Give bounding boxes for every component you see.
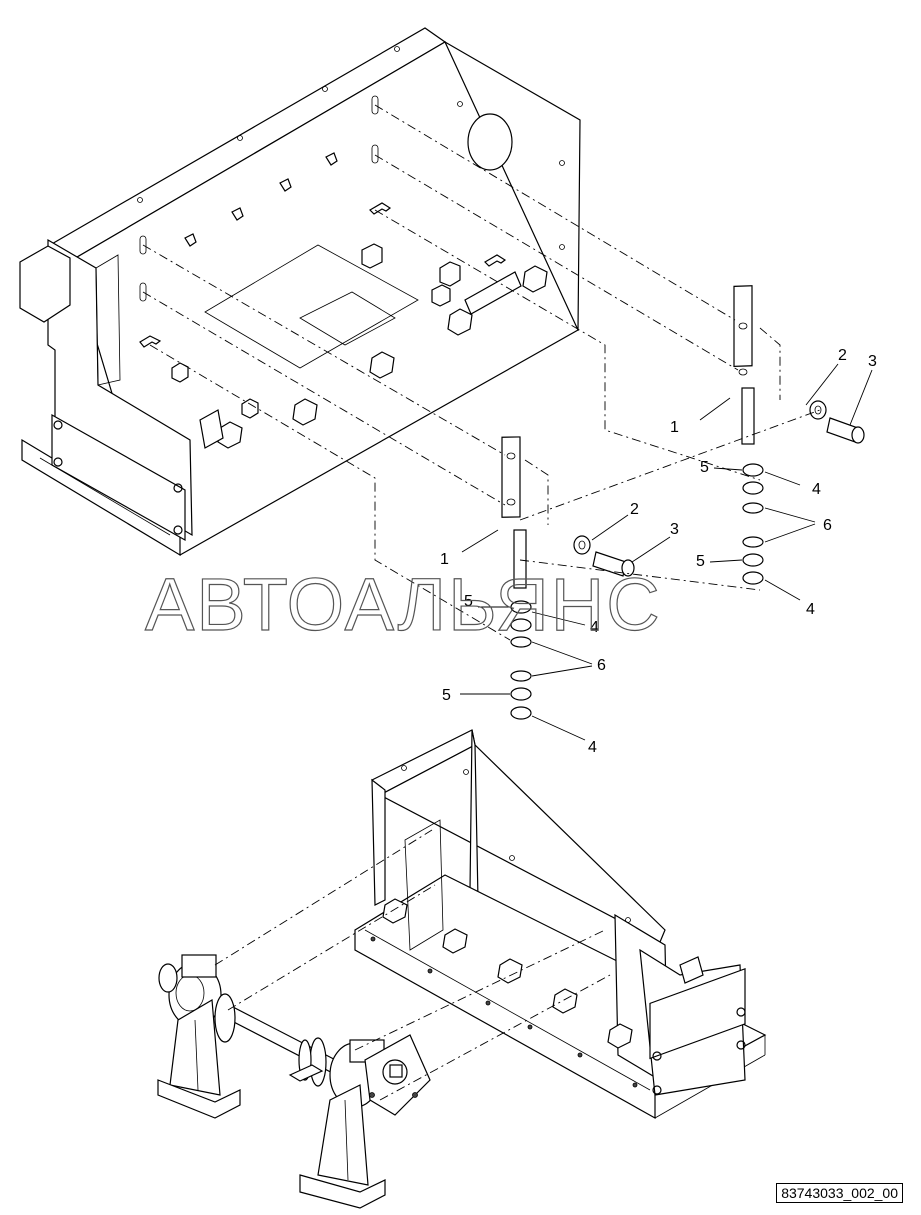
strap-assembly-right xyxy=(699,285,873,601)
callout-5-right-b: 5 xyxy=(696,553,705,570)
assembly-centerlines xyxy=(142,104,821,641)
callout-2-left: 2 xyxy=(630,501,639,518)
roller-shaft-assembly xyxy=(157,954,431,1209)
callout-5-left-b: 5 xyxy=(442,687,451,704)
callout-1-right: 1 xyxy=(670,419,679,436)
drawing-number-label: 83743033_002_00 xyxy=(776,1183,903,1203)
battery-frame-upper xyxy=(19,27,581,557)
callout-4-right-a: 4 xyxy=(812,481,821,498)
lower-centerlines xyxy=(214,829,611,1101)
watermark: АВТОАЛЬЯНС xyxy=(145,563,662,646)
callout-4-left-a: 4 xyxy=(590,619,599,636)
callout-6-left: 6 xyxy=(597,657,606,674)
callout-4-left-b: 4 xyxy=(588,739,597,756)
callout-5-right-a: 5 xyxy=(700,459,709,476)
callout-4-right-b: 4 xyxy=(806,601,815,618)
callout-labels: 1 2 3 5 4 6 5 4 1 2 3 5 4 6 5 4 xyxy=(440,347,877,756)
callout-6-right: 6 xyxy=(823,517,832,534)
strap-assembly-left xyxy=(460,436,671,741)
callout-3-right: 3 xyxy=(868,353,877,370)
callout-3-left: 3 xyxy=(670,521,679,538)
callout-1-left: 1 xyxy=(440,551,449,568)
battery-frame-lower xyxy=(354,729,767,1120)
callout-2-right: 2 xyxy=(838,347,847,364)
callout-5-left-a: 5 xyxy=(464,593,473,610)
